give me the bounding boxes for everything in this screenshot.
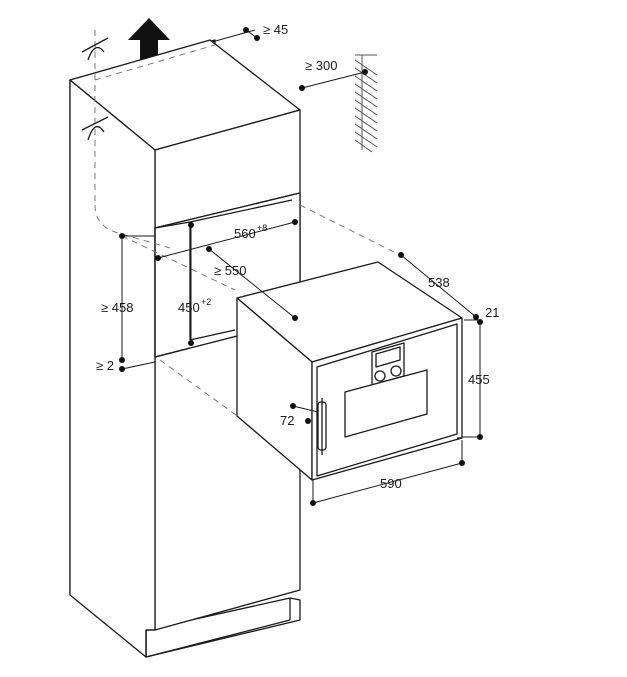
cut-line-icon [81,116,109,141]
label-oven-depth: 538 [428,275,450,290]
knob-right-icon [390,365,402,377]
label-niche-width: 560 [234,226,256,241]
knob-left-icon [374,370,386,382]
label-oven-width: 590 [380,476,402,491]
hatched-wall-icon [354,54,378,153]
dimension-lines [119,27,483,506]
label-wall-clearance: ≥ 300 [305,58,337,73]
dimension-labels: ≥ 45 ≥ 300 560 +8 ≥ 550 ≥ 458 450 +2 ≥ 2… [96,22,499,491]
label-niche-front-height: ≥ 458 [101,300,133,315]
label-oven-height: 455 [468,372,490,387]
label-niche-height: 450 [178,300,200,315]
label-niche-width-tol: +8 [257,223,267,233]
cut-line-icon [81,37,109,61]
label-top-rear-gap: ≥ 45 [263,22,288,37]
label-niche-height-tol: +2 [201,297,211,307]
label-niche-depth: ≥ 550 [214,263,246,278]
oven-window [344,369,428,438]
label-front-panel-depth: 21 [485,305,499,320]
oven [236,261,463,481]
label-bottom-gap: ≥ 2 [96,358,114,373]
arrow-up-icon [128,18,170,60]
label-handle-depth: 72 [280,413,294,428]
